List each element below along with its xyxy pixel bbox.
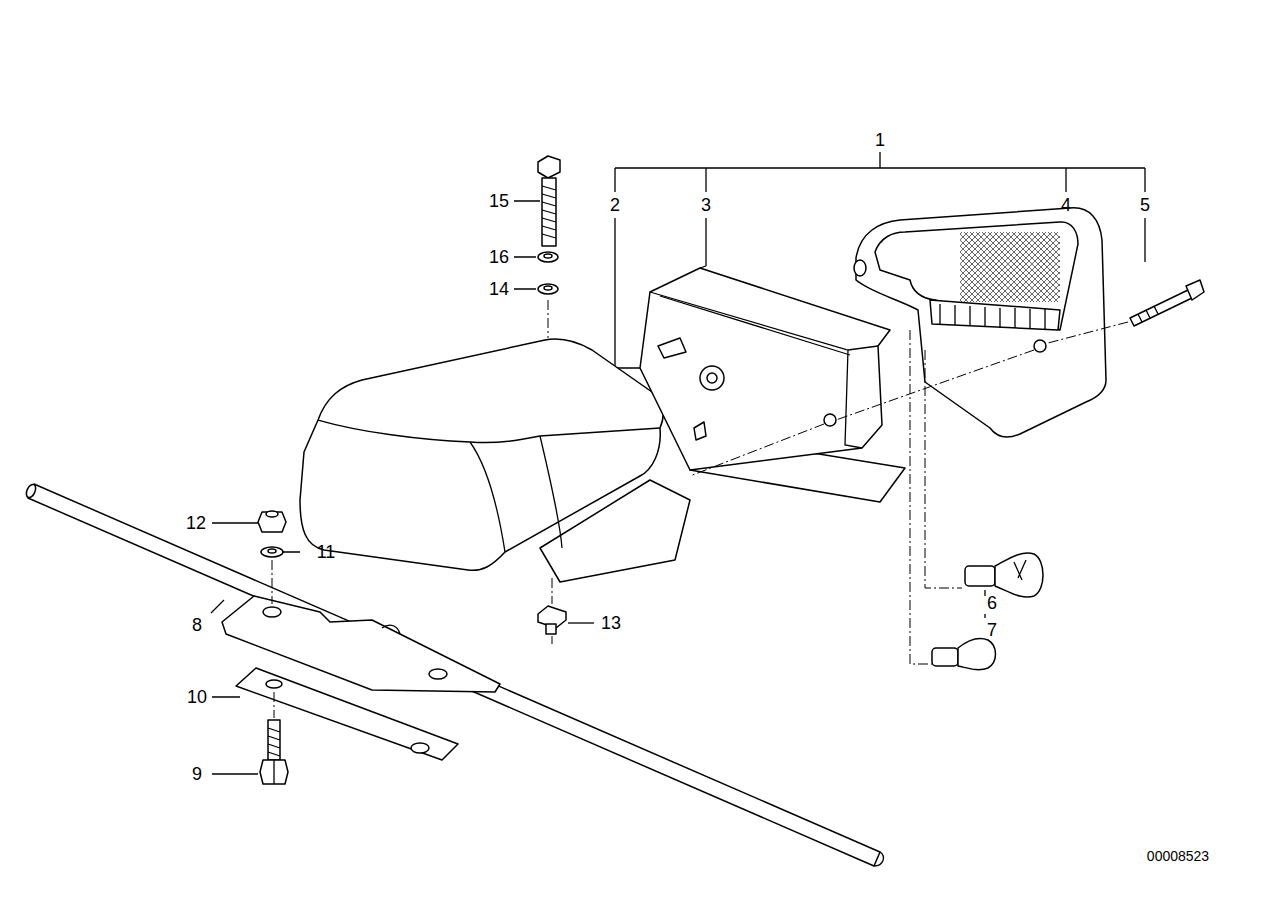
drawing-number: 00008523 [1147, 849, 1209, 863]
lamp-housing [640, 266, 905, 502]
callout-number: 11 [317, 543, 336, 561]
callout-number: 7 [987, 621, 997, 639]
callout-number: 6 [987, 594, 997, 612]
leader-lines [211, 201, 985, 774]
clip-nut [538, 578, 566, 644]
callout-number: 2 [610, 196, 620, 214]
callout-number: 1 [875, 131, 885, 149]
callout-number: 8 [192, 616, 202, 634]
bolt-and-washers [538, 156, 560, 294]
bulbs [910, 330, 1043, 670]
screw [690, 280, 1204, 476]
callout-number: 13 [601, 614, 621, 632]
nut-and-washer [258, 511, 286, 604]
reflector-frame [854, 208, 1106, 437]
callout-number: 10 [187, 688, 207, 706]
callout-number: 9 [192, 765, 202, 783]
callout-number: 15 [489, 192, 509, 210]
callout-number: 5 [1140, 196, 1150, 214]
callout-number: 4 [1061, 196, 1071, 214]
callout-number: 16 [489, 248, 509, 266]
lens-cover [300, 300, 690, 582]
bolt [260, 692, 288, 784]
clamp-plate [236, 668, 458, 760]
callout-number: 14 [489, 280, 509, 298]
callout-number: 3 [701, 196, 711, 214]
callout-number: 12 [186, 514, 206, 532]
